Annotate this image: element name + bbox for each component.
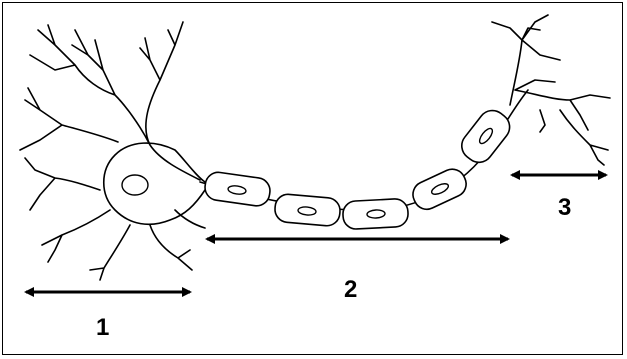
myelin-segment-3 [342,198,408,229]
cell-body-with-dendrites [20,22,205,280]
myelin-segment-4 [409,165,471,214]
axon [200,90,528,230]
myelin-segment-5 [456,105,515,168]
myelin-segment-1 [203,171,271,208]
label-2: 2 [344,276,357,303]
axon-terminal [492,15,610,165]
label-3: 3 [558,194,571,221]
myelin-segment-2 [274,193,341,227]
label-1: 1 [96,314,109,341]
cell-nucleus [122,175,148,195]
